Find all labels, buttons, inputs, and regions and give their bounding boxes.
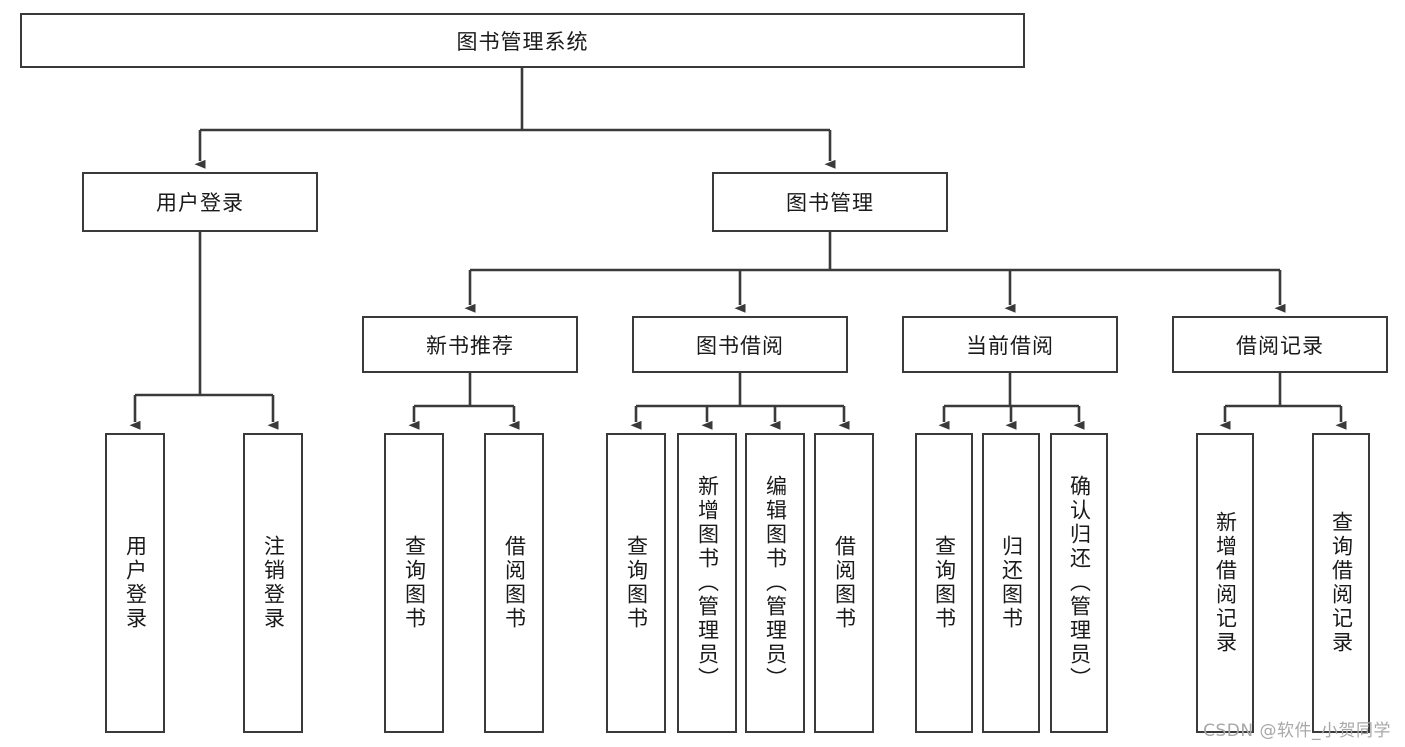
node-label: 用户登录 [123,535,148,631]
node-label: 查询借阅记录 [1329,511,1354,655]
node-user-login[interactable]: 用户登录 [82,172,318,232]
node-borrow-record[interactable]: 借阅记录 [1172,316,1388,373]
node-label: 借阅记录 [1236,333,1324,358]
node-book-borrow[interactable]: 图书借阅 [632,316,848,373]
leaf-query-book-current[interactable]: 查询图书 [915,433,973,733]
node-label: 查询图书 [402,535,427,631]
leaf-query-book-borrow[interactable]: 查询图书 [606,433,666,733]
node-label: 当前借阅 [966,333,1054,358]
node-label: 注销登录 [261,535,286,631]
node-label: 归还图书 [999,535,1024,631]
leaf-edit-book-admin[interactable]: 编辑图书（管理员） [745,433,805,733]
node-label: 新增图书（管理员） [695,475,720,691]
leaf-query-book-recommend[interactable]: 查询图书 [384,433,444,733]
leaf-confirm-return-admin[interactable]: 确认归还（管理员） [1050,433,1108,733]
node-label: 确认归还（管理员） [1067,475,1092,691]
node-label: 新书推荐 [426,333,514,358]
node-new-book-recommend[interactable]: 新书推荐 [362,316,578,373]
node-label: 编辑图书（管理员） [763,475,788,691]
node-book-management[interactable]: 图书管理 [712,172,948,232]
node-label: 查询图书 [624,535,649,631]
node-label: 用户登录 [156,191,244,215]
leaf-add-book-admin[interactable]: 新增图书（管理员） [677,433,737,733]
node-label: 图书管理 [786,191,874,215]
node-root-book-management-system[interactable]: 图书管理系统 [20,13,1025,68]
leaf-borrow-book[interactable]: 借阅图书 [814,433,874,733]
leaf-query-borrow-record[interactable]: 查询借阅记录 [1312,433,1370,733]
leaf-user-login[interactable]: 用户登录 [105,433,165,733]
node-label: 图书借阅 [696,333,784,358]
csdn-watermark: CSDN @软件_小贺同学 [1203,721,1391,741]
leaf-borrow-book-recommend[interactable]: 借阅图书 [484,433,544,733]
node-label: 新增借阅记录 [1213,511,1238,655]
node-current-borrow[interactable]: 当前借阅 [902,316,1118,373]
node-label: 查询图书 [932,535,957,631]
node-label: 图书管理系统 [456,29,589,54]
leaf-return-book[interactable]: 归还图书 [982,433,1040,733]
node-label: 借阅图书 [832,535,857,631]
node-label: 借阅图书 [502,535,527,631]
leaf-add-borrow-record[interactable]: 新增借阅记录 [1196,433,1254,733]
leaf-logout-login[interactable]: 注销登录 [243,433,303,733]
